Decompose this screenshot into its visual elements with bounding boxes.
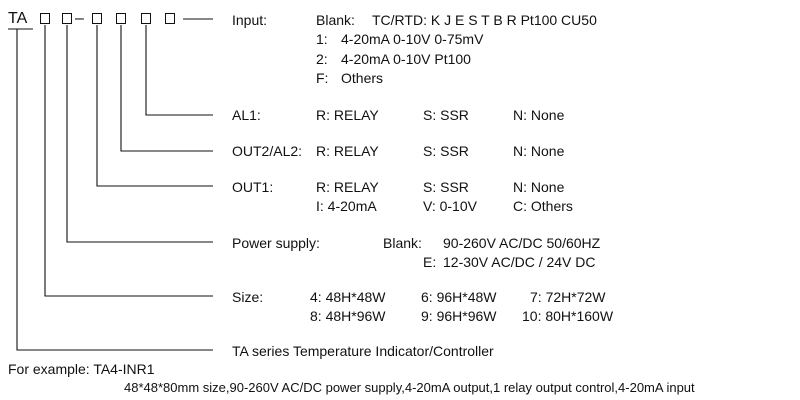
input-key-1: 1: [316, 31, 328, 47]
al1-label: AL1: [232, 107, 261, 123]
input-value-f: Others [341, 70, 384, 86]
out2-option-none: N: None [513, 143, 565, 159]
example-label: For example: TA4-INR1 [8, 361, 155, 377]
input-key-2: 2: [316, 51, 328, 67]
series-label: TA series Temperature Indicator/Controll… [232, 343, 494, 359]
out1-option-none: N: None [513, 179, 565, 195]
out1-leader [96, 25, 213, 187]
power-value-e: 12-30V AC/DC / 24V DC [443, 254, 596, 270]
out1-option-relay: R: RELAY [316, 179, 379, 195]
code-box-out2 [116, 13, 126, 24]
out2-option-relay: R: RELAY [316, 143, 379, 159]
al1-option-relay: R: RELAY [316, 107, 379, 123]
al1-leader [145, 25, 213, 116]
example-description: 48*48*80mm size,90-260V AC/DC power supp… [124, 380, 695, 395]
size-option-4: 4: 48H*48W [310, 289, 386, 305]
size-option-7: 7: 72H*72W [530, 289, 606, 305]
code-box-size [40, 13, 50, 24]
input-key-blank: Blank: [316, 12, 355, 28]
series-leader [16, 29, 213, 351]
out2-leader [120, 25, 213, 152]
out2-option-ssr: S: SSR [423, 143, 469, 159]
out1-option-current: I: 4-20mA [316, 198, 377, 214]
power-key-e: E: [423, 254, 437, 270]
out2-label: OUT2/AL2: [232, 143, 303, 159]
power-label: Power supply: [232, 235, 320, 251]
code-box-al1 [141, 13, 151, 24]
size-option-6: 6: 96H*48W [421, 289, 497, 305]
out1-option-others: C: Others [513, 198, 573, 214]
size-label: Size: [232, 289, 264, 305]
size-leader [44, 25, 213, 297]
code-box-input [165, 13, 175, 24]
out1-label: OUT1: [232, 179, 274, 195]
al1-option-ssr: S: SSR [423, 107, 469, 123]
size-option-10: 10: 80H*160W [522, 308, 614, 324]
code-separator: – [75, 10, 84, 27]
power-leader [66, 25, 213, 243]
size-option-9: 9: 96H*96W [421, 308, 497, 324]
input-value-blank: TC/RTD: K J E S T B R Pt100 CU50 [372, 12, 597, 28]
code-box-power [62, 13, 72, 24]
out1-option-ssr: S: SSR [423, 179, 469, 195]
input-value-1: 4-20mA 0-10V 0-75mV [341, 31, 484, 47]
input-label: Input: [232, 12, 268, 28]
power-value-blank: 90-260V AC/DC 50/60HZ [443, 235, 601, 251]
power-key-blank: Blank: [383, 235, 422, 251]
code-box-out1 [92, 13, 102, 24]
model-prefix: TA [8, 10, 28, 27]
input-value-2: 4-20mA 0-10V Pt100 [341, 51, 471, 67]
out1-option-voltage: V: 0-10V [423, 198, 477, 214]
al1-option-none: N: None [513, 107, 565, 123]
input-key-f: F: [316, 70, 329, 86]
size-option-8: 8: 48H*96W [310, 308, 386, 324]
